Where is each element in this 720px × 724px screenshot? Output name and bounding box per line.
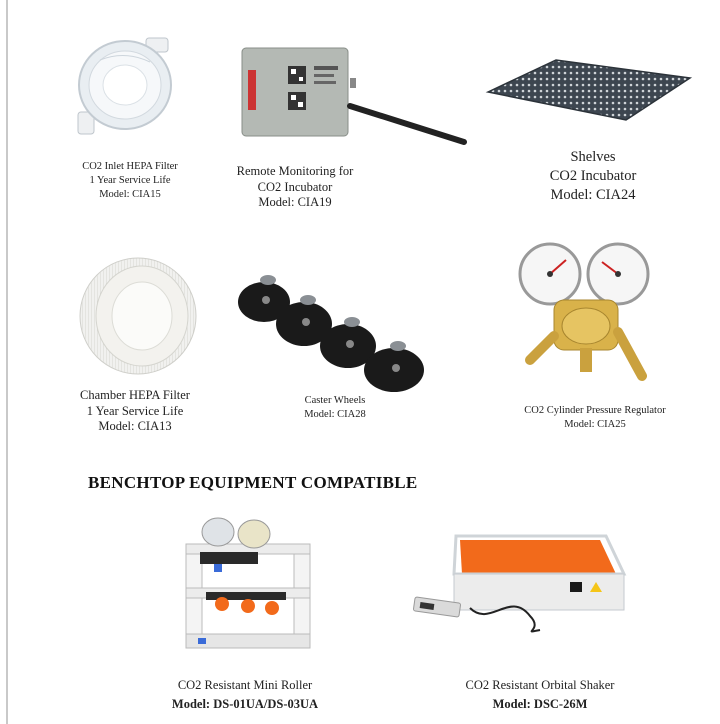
shelves-image [484,58,694,122]
product-model: Model: CIA19 [258,195,332,209]
orbital-shaker-caption: CO2 Resistant Orbital Shaker Model: DSC-… [440,676,640,714]
caster-wheel [320,317,376,368]
product-life: 1 Year Service Life [86,403,184,418]
pressure-gauge [586,242,650,306]
product-name: CO2 Cylinder Pressure Regulator [524,405,666,416]
pressure-regulator-image [510,236,662,388]
inlet-hepa-filter-image [70,30,180,148]
product-name-line2: CO2 Incubator [549,168,637,184]
caster-wheel [238,275,290,322]
mini-roller-image [176,514,320,660]
remote-monitoring-caption: Remote Monitoring for CO2 Incubator Mode… [220,164,370,211]
caster-wheel [276,295,332,346]
product-model: Model: CIA25 [564,419,626,430]
section-title: BENCHTOP EQUIPMENT COMPATIBLE [88,473,418,492]
chamber-hepa-filter-image [76,254,200,378]
product-name: CO2 Resistant Orbital Shaker [465,678,615,692]
caster-wheels-caption: Caster Wheels Model: CIA28 [280,394,390,422]
mini-roller-caption: CO2 Resistant Mini Roller Model: DS-01UA… [150,676,340,714]
product-model: Model: CIA15 [99,189,161,200]
orbital-shaker-image [410,530,634,640]
caster-wheels-image [238,272,438,394]
pressure-gauge [518,242,582,306]
product-model: Model: CIA13 [98,419,172,433]
product-model: Model: DS-01UA/DS-03UA [171,697,319,711]
product-name-line1: Shelves [570,149,616,165]
product-life: 1 Year Service Life [89,175,171,186]
product-name: CO2 Resistant Mini Roller [177,678,313,692]
product-name-line1: Remote Monitoring for [236,164,354,178]
product-name: Caster Wheels [304,395,366,406]
product-model: Model: CIA28 [304,409,366,420]
product-model: Model: DSC-26M [492,697,588,711]
shelves-caption: Shelves CO2 Incubator Model: CIA24 [518,148,668,205]
page-left-rule [6,0,8,724]
product-name-line2: CO2 Incubator [257,179,333,194]
remote-monitoring-image [238,44,470,152]
pressure-regulator-caption: CO2 Cylinder Pressure Regulator Model: C… [500,404,690,432]
product-name: Chamber HEPA Filter [80,388,190,402]
product-model: Model: CIA24 [550,187,636,203]
product-name: CO2 Inlet HEPA Filter [82,161,178,172]
caster-wheel [364,341,424,392]
inlet-hepa-filter-caption: CO2 Inlet HEPA Filter 1 Year Service Lif… [60,160,200,202]
chamber-hepa-filter-caption: Chamber HEPA Filter 1 Year Service Life … [60,388,210,435]
